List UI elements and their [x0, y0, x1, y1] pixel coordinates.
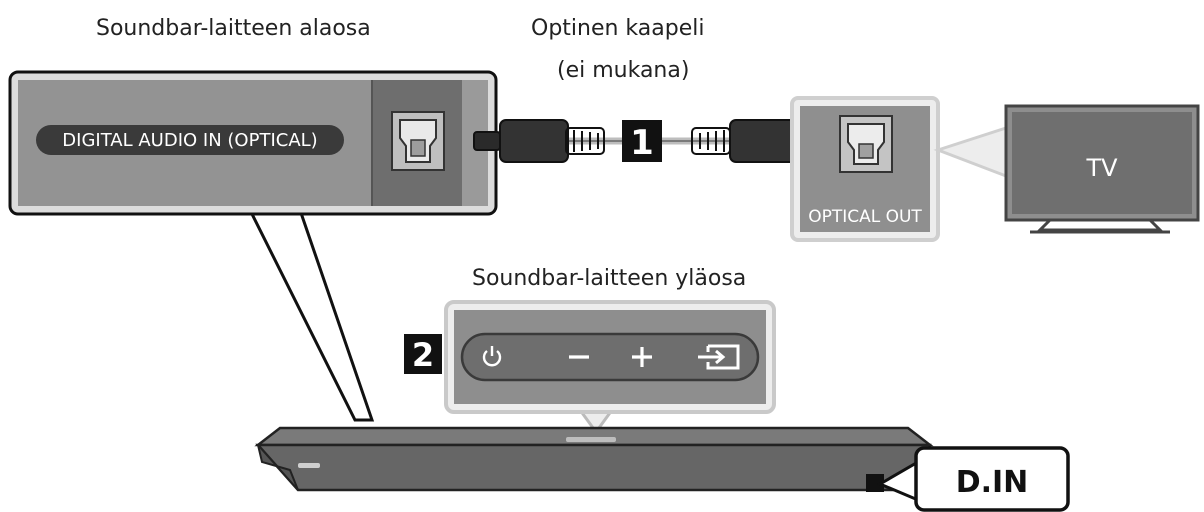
port-panel [8, 70, 498, 216]
bottom-callout-pointer [247, 208, 375, 422]
power-icon [482, 346, 502, 367]
tv-callout-pointer [933, 125, 1008, 179]
top-button-panel [444, 300, 776, 414]
step-2-badge [404, 334, 442, 374]
display-text: D.IN [956, 465, 1029, 500]
step-1-badge [622, 120, 662, 162]
tv-label: TV [1085, 154, 1118, 182]
soundbar-top-title: Soundbar-laitteen yläosa [472, 266, 747, 291]
cable-title: Optinen kaapeli [531, 16, 705, 41]
plus-icon [632, 347, 652, 367]
optical-out-label: OPTICAL OUT [808, 207, 922, 227]
source-input-icon [698, 344, 740, 370]
soundbar [254, 426, 934, 492]
port-label: DIGITAL AUDIO IN (OPTICAL) [62, 130, 317, 151]
tv-port-panel [790, 96, 940, 242]
display-panel [914, 446, 1070, 512]
soundbar-bottom-title: Soundbar-laitteen alaosa [96, 16, 371, 41]
tv-icon [1004, 104, 1200, 234]
cable-note: (ei mukana) [557, 58, 690, 83]
step-2-number: 2 [412, 336, 434, 374]
step-1-number: 1 [630, 123, 654, 163]
